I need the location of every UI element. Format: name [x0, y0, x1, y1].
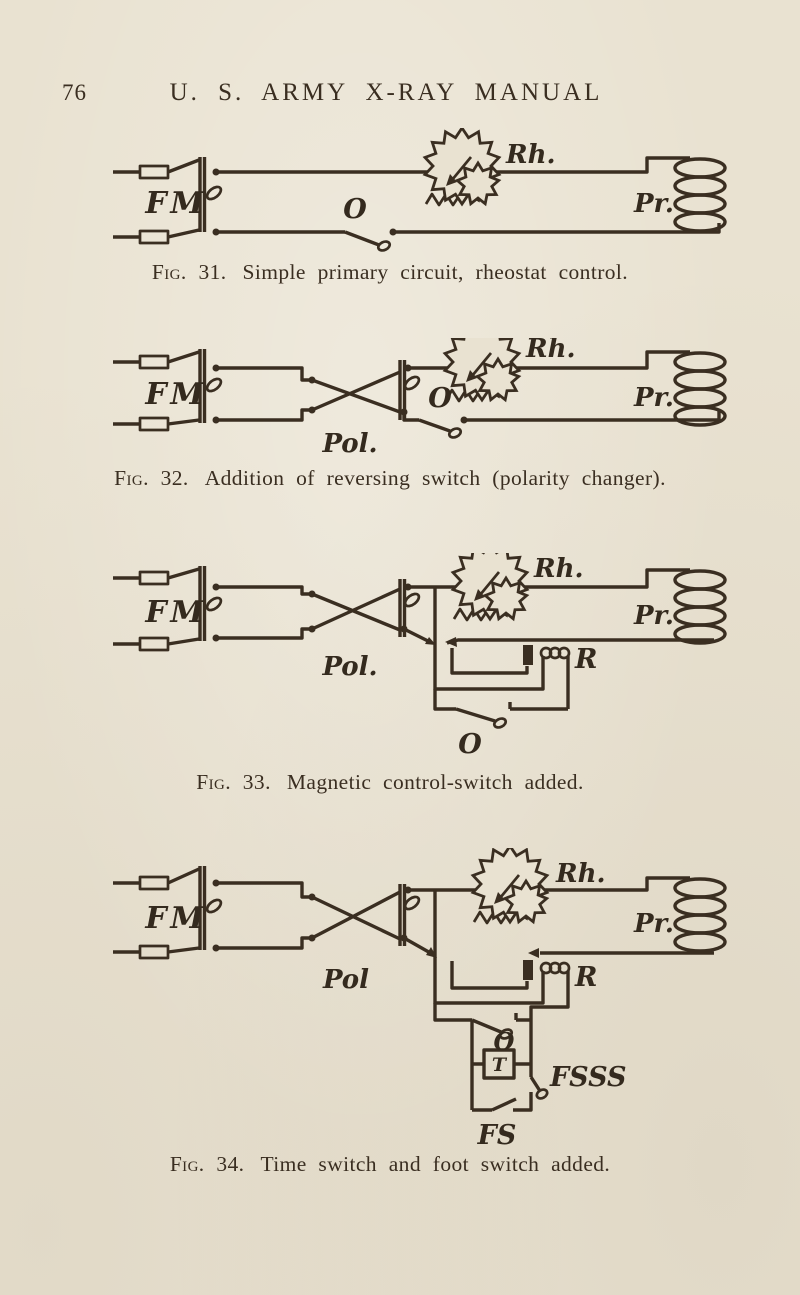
open-switch-label: O: [343, 194, 367, 225]
primary-label: Pr.: [633, 189, 674, 219]
fsss-label: FSSS: [549, 1062, 626, 1093]
page-number: 76: [62, 80, 87, 105]
figure-caption-32: Fig. 32. Addition of reversing switch (po…: [0, 466, 780, 491]
relay-label: R: [574, 644, 597, 675]
foot-switch-symbol: [472, 1092, 533, 1112]
figure-caption-31: Fig. 31. Simple primary circuit, rheostat…: [0, 260, 780, 285]
page-header-title: U. S. ARMY X-RAY MANUAL: [169, 79, 603, 106]
wires: [408, 568, 714, 647]
fuse-symbols: [113, 867, 200, 960]
rheostat-label: Rh.: [525, 338, 576, 364]
caption-text: Time switch and foot switch added.: [260, 1152, 611, 1176]
rheostat-symbol: [450, 553, 530, 622]
primary-coil-symbol: [673, 351, 727, 427]
open-switch-label: O: [458, 729, 482, 760]
rheostat-label: Rh.: [555, 859, 606, 889]
rheostat-label: Rh.: [533, 554, 584, 584]
open-switch-label: O: [428, 383, 452, 414]
figure-label: Fig. 34.: [169, 1152, 245, 1176]
caption-text: Simple primary circuit, rheostat control…: [242, 260, 629, 284]
time-switch-symbol: [470, 1020, 531, 1110]
relay-symbol: [433, 957, 571, 1077]
fuse-label: F: [144, 595, 169, 630]
fuse-label: F: [144, 901, 169, 936]
main-switch-symbol: [198, 349, 223, 423]
primary-label: Pr.: [633, 909, 674, 939]
polarity-label: Pol: [322, 965, 369, 995]
primary-label: Pr.: [633, 383, 674, 413]
circuit-diagram-fig31: F M O Rh. Pr.: [113, 128, 727, 252]
open-switch-symbol: [433, 689, 568, 729]
polarity-label: Pol.: [321, 429, 377, 459]
time-switch-label: T: [492, 1054, 508, 1076]
figure-caption-33: Fig. 33. Magnetic control-switch added.: [0, 770, 780, 795]
open-switch-symbol: [418, 418, 463, 439]
primary-label: Pr.: [633, 601, 674, 631]
fuse-symbols: [113, 350, 200, 432]
circuit-diagram-fig34: F M Pol Rh. Pr. R O T FSSS FS: [113, 848, 727, 1151]
primary-coil-symbol: [673, 157, 727, 233]
relay-label: R: [574, 962, 597, 993]
open-switch-symbol: [433, 1003, 531, 1040]
fsss-switch-symbol: [529, 1076, 549, 1100]
fuse-symbols: [113, 158, 200, 245]
relay-symbol: [433, 645, 571, 709]
primary-coil-symbol: [673, 877, 727, 953]
main-switch-symbol: [198, 866, 223, 950]
rheostat-symbol: [470, 848, 550, 925]
open-switch-symbol: [344, 230, 392, 252]
fuse-label: F: [144, 377, 169, 412]
main-switch-label: M: [169, 595, 204, 630]
polarity-switch-symbol: [216, 881, 437, 958]
main-switch-label: M: [169, 186, 204, 221]
figure-label: Fig. 32.: [114, 466, 189, 490]
rheostat-symbol: [442, 338, 522, 403]
fuse-label: F: [144, 186, 169, 221]
caption-text: Addition of reversing switch (polarity c…: [204, 466, 666, 490]
figure-caption-34: Fig. 34. Time switch and foot switch adde…: [0, 1152, 780, 1177]
fuse-symbols: [113, 567, 200, 652]
figure-label: Fig. 31.: [151, 260, 227, 284]
figure-label: Fig. 33.: [196, 770, 271, 794]
primary-coil-symbol: [673, 569, 727, 645]
circuit-diagram-fig32: F M Pol. O Rh. Pr.: [113, 338, 727, 459]
polarity-switch-symbol: [216, 579, 436, 645]
rheostat-label: Rh.: [505, 140, 556, 170]
rheostat-symbol: [422, 128, 502, 207]
polarity-label: Pol.: [321, 652, 377, 682]
circuit-diagram-fig33: F M Pol. Rh. Pr. R O: [113, 553, 727, 760]
foot-switch-label: FS: [477, 1120, 517, 1151]
main-switch-symbol: [198, 157, 223, 232]
main-switch-label: M: [169, 377, 204, 412]
open-switch-label: O: [494, 1027, 515, 1056]
main-switch-symbol: [198, 566, 223, 641]
caption-text: Magnetic control-switch added.: [286, 770, 584, 794]
main-switch-label: M: [169, 901, 204, 936]
polarity-switch-symbol: [216, 360, 421, 422]
